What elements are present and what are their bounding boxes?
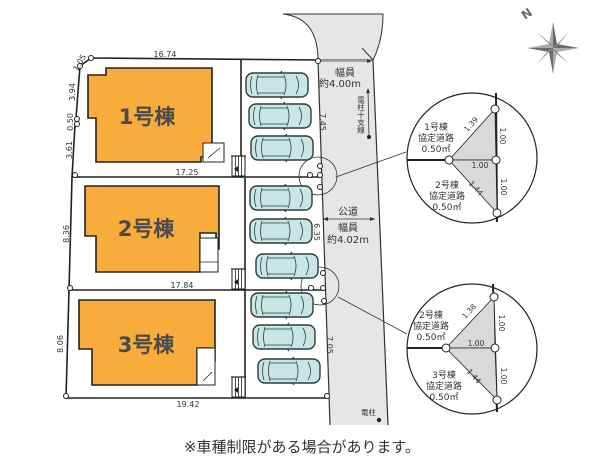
north-road-width: 約4.00m xyxy=(319,77,361,90)
detail-1-upper-area: 0.50㎡ xyxy=(421,144,450,155)
gate-stairs-2 xyxy=(230,268,247,290)
car-3 xyxy=(250,133,314,163)
parking-cars xyxy=(245,70,321,386)
detail-circle-2: 2号棟 協定道路 0.50㎡ 3号棟 協定道路 0.50㎡ 1.38 1.00 … xyxy=(406,283,538,415)
detail-2-lower-name: 3号棟 xyxy=(432,369,456,381)
north-road xyxy=(282,13,384,61)
dim-mid-1-2: 17.25 xyxy=(176,168,199,177)
detail-2-upper-name: 2号棟 xyxy=(419,309,443,321)
detail-circle-1: 1号棟 協定道路 0.50㎡ 2号棟 協定道路 0.50㎡ 1.39 1.00 … xyxy=(406,92,538,224)
utility-pole-icon xyxy=(376,417,382,423)
east-road xyxy=(318,60,388,425)
compass-north-label: N xyxy=(519,5,535,22)
dim-left-1b: 0.50 xyxy=(66,113,75,131)
detail-2-mid: 1.00 xyxy=(468,339,485,348)
detail-2-upper-area: 0.50㎡ xyxy=(416,332,445,343)
car-9 xyxy=(257,356,321,386)
car-8 xyxy=(252,322,316,352)
road-east-edge xyxy=(372,59,389,426)
gate-stairs-3 xyxy=(230,376,247,398)
detail-1-right-lower: 1.00 xyxy=(499,179,508,196)
detail-1-lower-area: 0.50㎡ xyxy=(432,202,461,213)
building-2 xyxy=(84,185,220,273)
dim-left-2: 8.36 xyxy=(62,225,71,243)
dim-front-1: 7.45 xyxy=(318,113,327,131)
car-7 xyxy=(250,290,314,320)
detail-1-upper-type: 協定道路 xyxy=(418,132,454,144)
east-road-width: 約4.02m xyxy=(327,233,369,246)
building-1-label: 1号棟 xyxy=(119,105,177,129)
detail-1-mid: 1.00 xyxy=(472,161,489,170)
east-road-label: 幅員 xyxy=(338,221,358,234)
dim-left-3: 8.06 xyxy=(56,335,65,353)
detail-1-upper-name: 1号棟 xyxy=(424,121,448,133)
building-1 xyxy=(87,67,213,163)
detail-1-right-upper: 1.00 xyxy=(498,128,507,145)
detail-marker-1 xyxy=(298,156,338,196)
car-4 xyxy=(249,183,313,213)
car-2 xyxy=(248,101,312,131)
utility-pole-label: 電柱 xyxy=(361,407,376,417)
car-6 xyxy=(255,251,319,281)
detail-marker-2 xyxy=(300,266,340,306)
detail-2-lower-type: 協定道路 xyxy=(426,380,462,392)
detail-1-lower-name: 2号棟 xyxy=(435,179,459,191)
road-west-edge xyxy=(317,59,331,426)
pole-guy-wire-note: 電柱十支線 xyxy=(356,96,365,134)
detail-1-lower-type: 協定道路 xyxy=(429,190,465,202)
north-road-label: 幅員 xyxy=(335,66,355,79)
detail-2-right-lower: 1.00 xyxy=(499,368,508,385)
dim-bottom: 19.42 xyxy=(177,400,200,409)
vehicle-restriction-note: ※車種制限がある場合があります。 xyxy=(183,438,421,456)
dim-top: 16.74 xyxy=(154,50,177,59)
gate-stairs-1 xyxy=(230,155,247,177)
car-5 xyxy=(249,216,313,246)
compass-rose-icon xyxy=(527,22,579,74)
building-3-label: 3号棟 xyxy=(118,333,176,357)
east-road-type: 公道 xyxy=(338,205,358,218)
detail-2-upper-type: 協定道路 xyxy=(413,320,449,332)
detail-2-right-upper: 1.00 xyxy=(497,315,506,332)
car-1 xyxy=(245,70,309,100)
dim-front-2: 6.35 xyxy=(312,223,321,241)
dim-left-1c: 3.61 xyxy=(65,141,74,159)
detail-2-lower-area: 0.50㎡ xyxy=(429,392,458,403)
building-2-label: 2号棟 xyxy=(118,217,176,241)
dim-left-1a: 3.94 xyxy=(68,83,77,101)
dim-mid-2-3: 17.84 xyxy=(171,281,194,290)
dim-front-3: 7.05 xyxy=(325,336,334,354)
